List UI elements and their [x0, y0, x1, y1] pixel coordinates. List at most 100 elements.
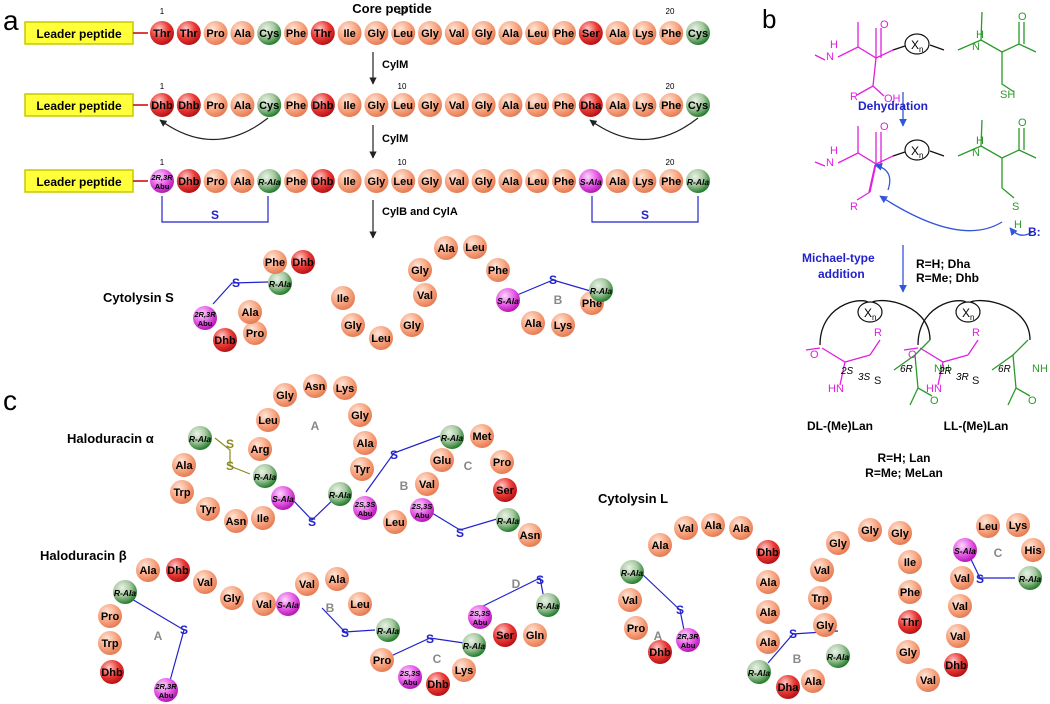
cyt-l-bead-28-label: Val [920, 675, 936, 687]
cyts-bead-18-circle [521, 311, 545, 335]
cyts-bead-13: Gly [408, 258, 432, 282]
cyts-bead-9-label: Gly [344, 320, 363, 332]
svg-text:O: O [1018, 117, 1027, 129]
row2-bead-6-circle [284, 93, 308, 117]
cyt-l-bead-33-circle [953, 538, 977, 562]
cyts-bead-17-label: S-Ala [497, 296, 519, 306]
halo-alpha-bead-11-label: Gly [276, 390, 295, 402]
halo-alpha-bead-10: Leu [256, 408, 280, 432]
row1-bead-3-circle [203, 21, 228, 45]
svg-text:O: O [908, 349, 917, 361]
halo-alpha-bead-5-label: Asn [226, 516, 247, 528]
row2-bead-19-circle [632, 93, 657, 117]
row2-bead-2-circle [176, 93, 201, 117]
panel-c-label: c [3, 385, 17, 416]
row3-bead-8-label: Ile [343, 176, 355, 188]
svg-text:NH: NH [1032, 363, 1048, 375]
halo-beta-bead-20-circle [462, 633, 486, 657]
cyt-l-bead-32-circle [950, 566, 974, 590]
cyt-l-bead-35-circle [1006, 513, 1030, 537]
row3-bead-21-circle [686, 169, 710, 193]
halo-alpha-links [214, 435, 508, 531]
cyt-l-bead-31-circle [948, 594, 972, 618]
halo-beta-bead-2-circle [98, 604, 122, 628]
row3-leader: Leader peptide [24, 169, 148, 193]
halo-alpha-bead-11: Gly [273, 383, 297, 407]
cyt-l-bead-4-label: Dhb [649, 647, 671, 659]
halo-beta-bead-9-label: Gly [223, 593, 242, 605]
cyts-bead-9: Gly [341, 313, 365, 337]
row2-bead-6-label: Phe [286, 100, 306, 112]
row3-bead-12-circle [444, 169, 469, 193]
cyt-l-bead-2-label: Val [622, 595, 638, 607]
cyts-bead-2: Dhb [213, 328, 237, 352]
cyt-l-bead-33: S-Ala [953, 538, 977, 562]
cyt-l-bead-17-circle [826, 644, 850, 668]
cyts-bead-6-circle [263, 250, 287, 274]
halo-alpha-ss1: S [226, 437, 234, 451]
row3-bead-2-label: Dhb [178, 176, 200, 188]
cyts-bead-9-circle [341, 313, 365, 337]
halo-alpha-bead-1: R-Ala [188, 426, 212, 450]
cyt-l-bead-37-label: R-Ala [1019, 574, 1041, 584]
row1-bead-9: Gly [364, 21, 389, 45]
cyt-l-bead-18-label: Gly [816, 620, 835, 632]
row2-bead-21-label: Cys [688, 100, 708, 112]
halo-alpha-bead-27-label: R-Ala [497, 516, 519, 526]
cyt-l-bead-23-label: Gly [891, 528, 910, 540]
cyts-bead-8-circle [331, 286, 355, 310]
halo-alpha-bead-13: Lys [333, 376, 357, 400]
row3-bead-17: S-Ala [578, 169, 603, 193]
cyt-l-bead-3-circle [624, 616, 648, 640]
halo-alpha-s3: S [456, 526, 464, 540]
row2-bead-18-label: Ala [609, 100, 627, 112]
row3-bead-20-label: Phe [661, 176, 681, 188]
halo-alpha-bead-26-circle [493, 478, 517, 502]
cyts-bead-16: Phe [486, 258, 510, 282]
cyt-l-bead-21-circle [826, 531, 850, 555]
row1-bead-17: Ser [578, 21, 603, 45]
halo-alpha-bead-14-label: Gly [351, 410, 370, 422]
cyt-l-bead-8-circle [701, 513, 725, 537]
row2-bead-20-label: Phe [661, 100, 681, 112]
cyt-l-bead-5-label-bottom: Abu [681, 641, 696, 650]
cyt-l-bead-34: Leu [976, 514, 1000, 538]
halo-alpha-bead-25: Pro [490, 450, 514, 474]
migration-arrow-left [159, 117, 269, 141]
row1-bead-10-label: Leu [393, 28, 413, 40]
row3-bead-6: Phe [284, 169, 308, 193]
halo-beta-bead-6: Ala [136, 558, 160, 582]
row3-bead-14: Ala [498, 169, 523, 193]
cyts-bead-1-label-top: 2R,3R [193, 310, 216, 319]
halo-beta-bead-19-label: Lys [455, 665, 474, 677]
leader-label-2: Leader peptide [36, 99, 122, 113]
row1-bead-14-label: Ala [502, 28, 520, 40]
cyts-bead-12-label: Val [417, 290, 433, 302]
row2-bead-4: Ala [230, 93, 255, 117]
row3-bead-17-label: S-Ala [580, 177, 602, 187]
row2-bead-8: Ile [337, 93, 362, 117]
cyts-bead-6: Phe [263, 250, 287, 274]
row2-bead-17: Dha [578, 93, 603, 117]
step-cylm-1: CylM [382, 59, 408, 71]
row1-bead-5: Cys [257, 21, 282, 45]
halo-beta-bead-1-label: R-Ala [114, 588, 136, 598]
row1-bead-7: Thr [310, 21, 335, 45]
cyt-l-bead-3-label: Pro [627, 623, 646, 635]
halo-beta-ring-b: B [326, 601, 335, 615]
row1-bead-2: Thr [176, 21, 201, 45]
cyt-l-bead-32-label: Val [954, 573, 970, 585]
row2-bead-7-circle [310, 93, 335, 117]
halo-alpha-bead-17-circle [328, 482, 352, 506]
halo-alpha-ss2: S [226, 459, 234, 473]
cyt-l-bead-28: Val [916, 668, 940, 692]
row2-bead-2-label: Dhb [178, 100, 200, 112]
row1-bead-20: Phe [659, 21, 684, 45]
halo-alpha-bead-7: S-Ala [271, 486, 295, 510]
halo-alpha-bead-5-circle [224, 509, 248, 533]
halo-beta-bead-2: Pro [98, 604, 122, 628]
